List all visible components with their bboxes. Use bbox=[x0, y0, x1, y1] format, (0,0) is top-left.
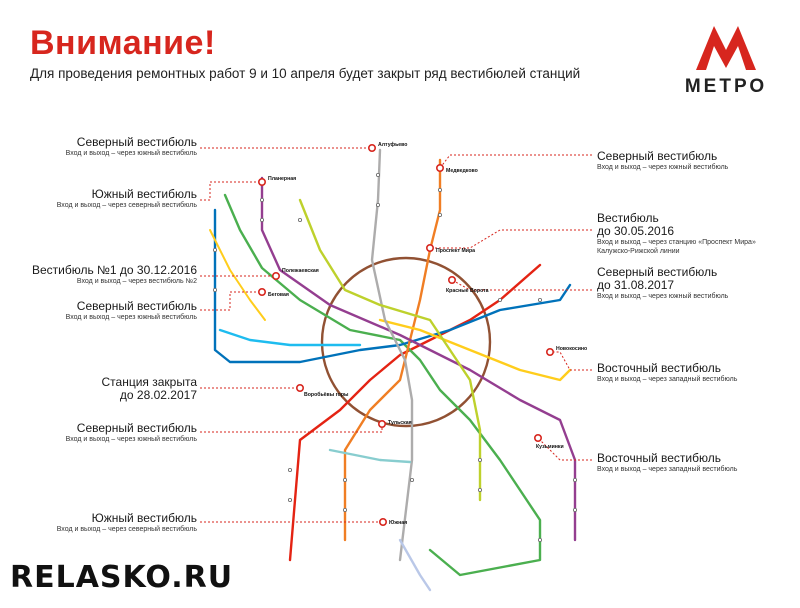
line-serpukhovsko-timiryazevskaya bbox=[370, 148, 414, 562]
callout-left-2: Южный вестибюль Вход и выход – через сев… bbox=[57, 188, 197, 210]
station-label: Беговая bbox=[268, 292, 289, 298]
callout-sub: Вход и выход – через вестибюль №2 bbox=[76, 278, 197, 285]
callout-title: Северный вестибюль bbox=[76, 299, 197, 313]
callout-title: Вестибюль bbox=[597, 211, 659, 225]
metro-m-icon bbox=[696, 26, 756, 70]
station-label: Медведково bbox=[446, 168, 478, 174]
callout-right-3: Северный вестибюль до 31.08.2017 Вход и … bbox=[597, 266, 728, 301]
line-extra bbox=[209, 229, 266, 321]
station-label: Алтуфьево bbox=[378, 141, 407, 148]
line-filevskaya bbox=[218, 328, 362, 347]
line-koltsevaya bbox=[320, 256, 492, 428]
callout-title: Северный вестибюль bbox=[76, 135, 197, 149]
callout-sub: Вход и выход – через северный вестибюль bbox=[56, 526, 197, 533]
station-label: Проспект Мира bbox=[436, 248, 475, 254]
station-label: Южная bbox=[389, 520, 407, 526]
callout-title: Южный вестибюль bbox=[91, 511, 197, 525]
callout-sub: Вход и выход – через западный вестибюль bbox=[597, 376, 738, 383]
callout-title: Северный вестибюль bbox=[597, 265, 718, 279]
line-arbatsko-pokrovskaya bbox=[213, 208, 572, 364]
page-title: Внимание! bbox=[30, 24, 216, 62]
callout-sub-2: Калужско-Рижской линии bbox=[597, 248, 680, 255]
line-kalininskaya bbox=[378, 318, 572, 382]
line-tagansko-krasnopresnenskaya bbox=[260, 176, 577, 542]
station-label: Тульская bbox=[388, 420, 412, 426]
callout-left-1: Северный вестибюль Вход и выход – через … bbox=[66, 136, 197, 158]
logo-text: МЕТРО bbox=[684, 76, 768, 97]
station-label: Полежаевская bbox=[282, 268, 319, 274]
callout-sub: Вход и выход – через южный вестибюль bbox=[65, 436, 197, 443]
callout-sub: до 28.02.2017 bbox=[119, 388, 197, 402]
line-lyublinsko-dmitrovskaya bbox=[298, 198, 482, 502]
callout-title: Восточный вестибюль bbox=[597, 361, 721, 375]
watermark: RELASKO.RU bbox=[10, 560, 234, 595]
station-label: Новокосино bbox=[556, 346, 587, 352]
callout-sub: Вход и выход – через северный вестибюль bbox=[56, 202, 197, 209]
callout-title-2: до 30.05.2016 bbox=[597, 224, 675, 238]
page-subtitle: Для проведения ремонтных работ 9 и 10 ап… bbox=[30, 66, 581, 81]
callout-left-6: Северный вестибюль Вход и выход – через … bbox=[66, 422, 197, 444]
callout-title: Станция закрыта bbox=[101, 375, 198, 389]
callout-title: Южный вестибюль bbox=[91, 187, 197, 201]
callout-title: Северный вестибюль bbox=[76, 421, 197, 435]
line-kakhovskaya bbox=[328, 448, 412, 464]
callout-sub: Вход и выход – через западный вестибюль bbox=[597, 466, 738, 473]
callout-sub: Вход и выход – через южный вестибюль bbox=[597, 164, 729, 171]
callout-sub: Вход и выход – через станцию «Проспект М… bbox=[597, 239, 756, 246]
station-label: Планерная bbox=[268, 176, 296, 182]
station-label: Красные Ворота bbox=[446, 288, 489, 294]
callout-right-5: Восточный вестибюль Вход и выход – через… bbox=[597, 452, 737, 474]
callout-sub: Вход и выход – через южный вестибюль bbox=[65, 314, 197, 321]
station-label: Воробьёвы горы bbox=[304, 391, 349, 398]
callout-left-7: Южный вестибюль Вход и выход – через сев… bbox=[57, 512, 197, 534]
callout-sub: Вход и выход – через южный вестибюль bbox=[597, 293, 729, 300]
callout-left-4: Северный вестибюль Вход и выход – через … bbox=[66, 300, 197, 322]
metro-logo: МЕТРО bbox=[676, 24, 776, 104]
callout-title: Восточный вестибюль bbox=[597, 451, 721, 465]
callout-right-4: Восточный вестибюль Вход и выход – через… bbox=[597, 362, 737, 384]
callout-sub: Вход и выход – через южный вестибюль bbox=[65, 150, 197, 157]
callout-left-5: Станция закрыта до 28.02.2017 bbox=[102, 376, 198, 402]
callout-title: Вестибюль №1 до 30.12.2016 bbox=[31, 263, 197, 277]
callout-title-2: до 31.08.2017 bbox=[597, 278, 675, 292]
callout-left-3: Вестибюль №1 до 30.12.2016 Вход и выход … bbox=[32, 264, 197, 286]
callout-right-1: Северный вестибюль Вход и выход – через … bbox=[597, 150, 728, 172]
line-zamoskvoretskaya bbox=[223, 193, 542, 577]
station-label: Кузьминки bbox=[536, 444, 564, 450]
line-butovskaya bbox=[398, 538, 432, 592]
callout-title: Северный вестибюль bbox=[597, 149, 718, 163]
callout-right-2: Вестибюль до 30.05.2016 Вход и выход – ч… bbox=[597, 212, 756, 256]
